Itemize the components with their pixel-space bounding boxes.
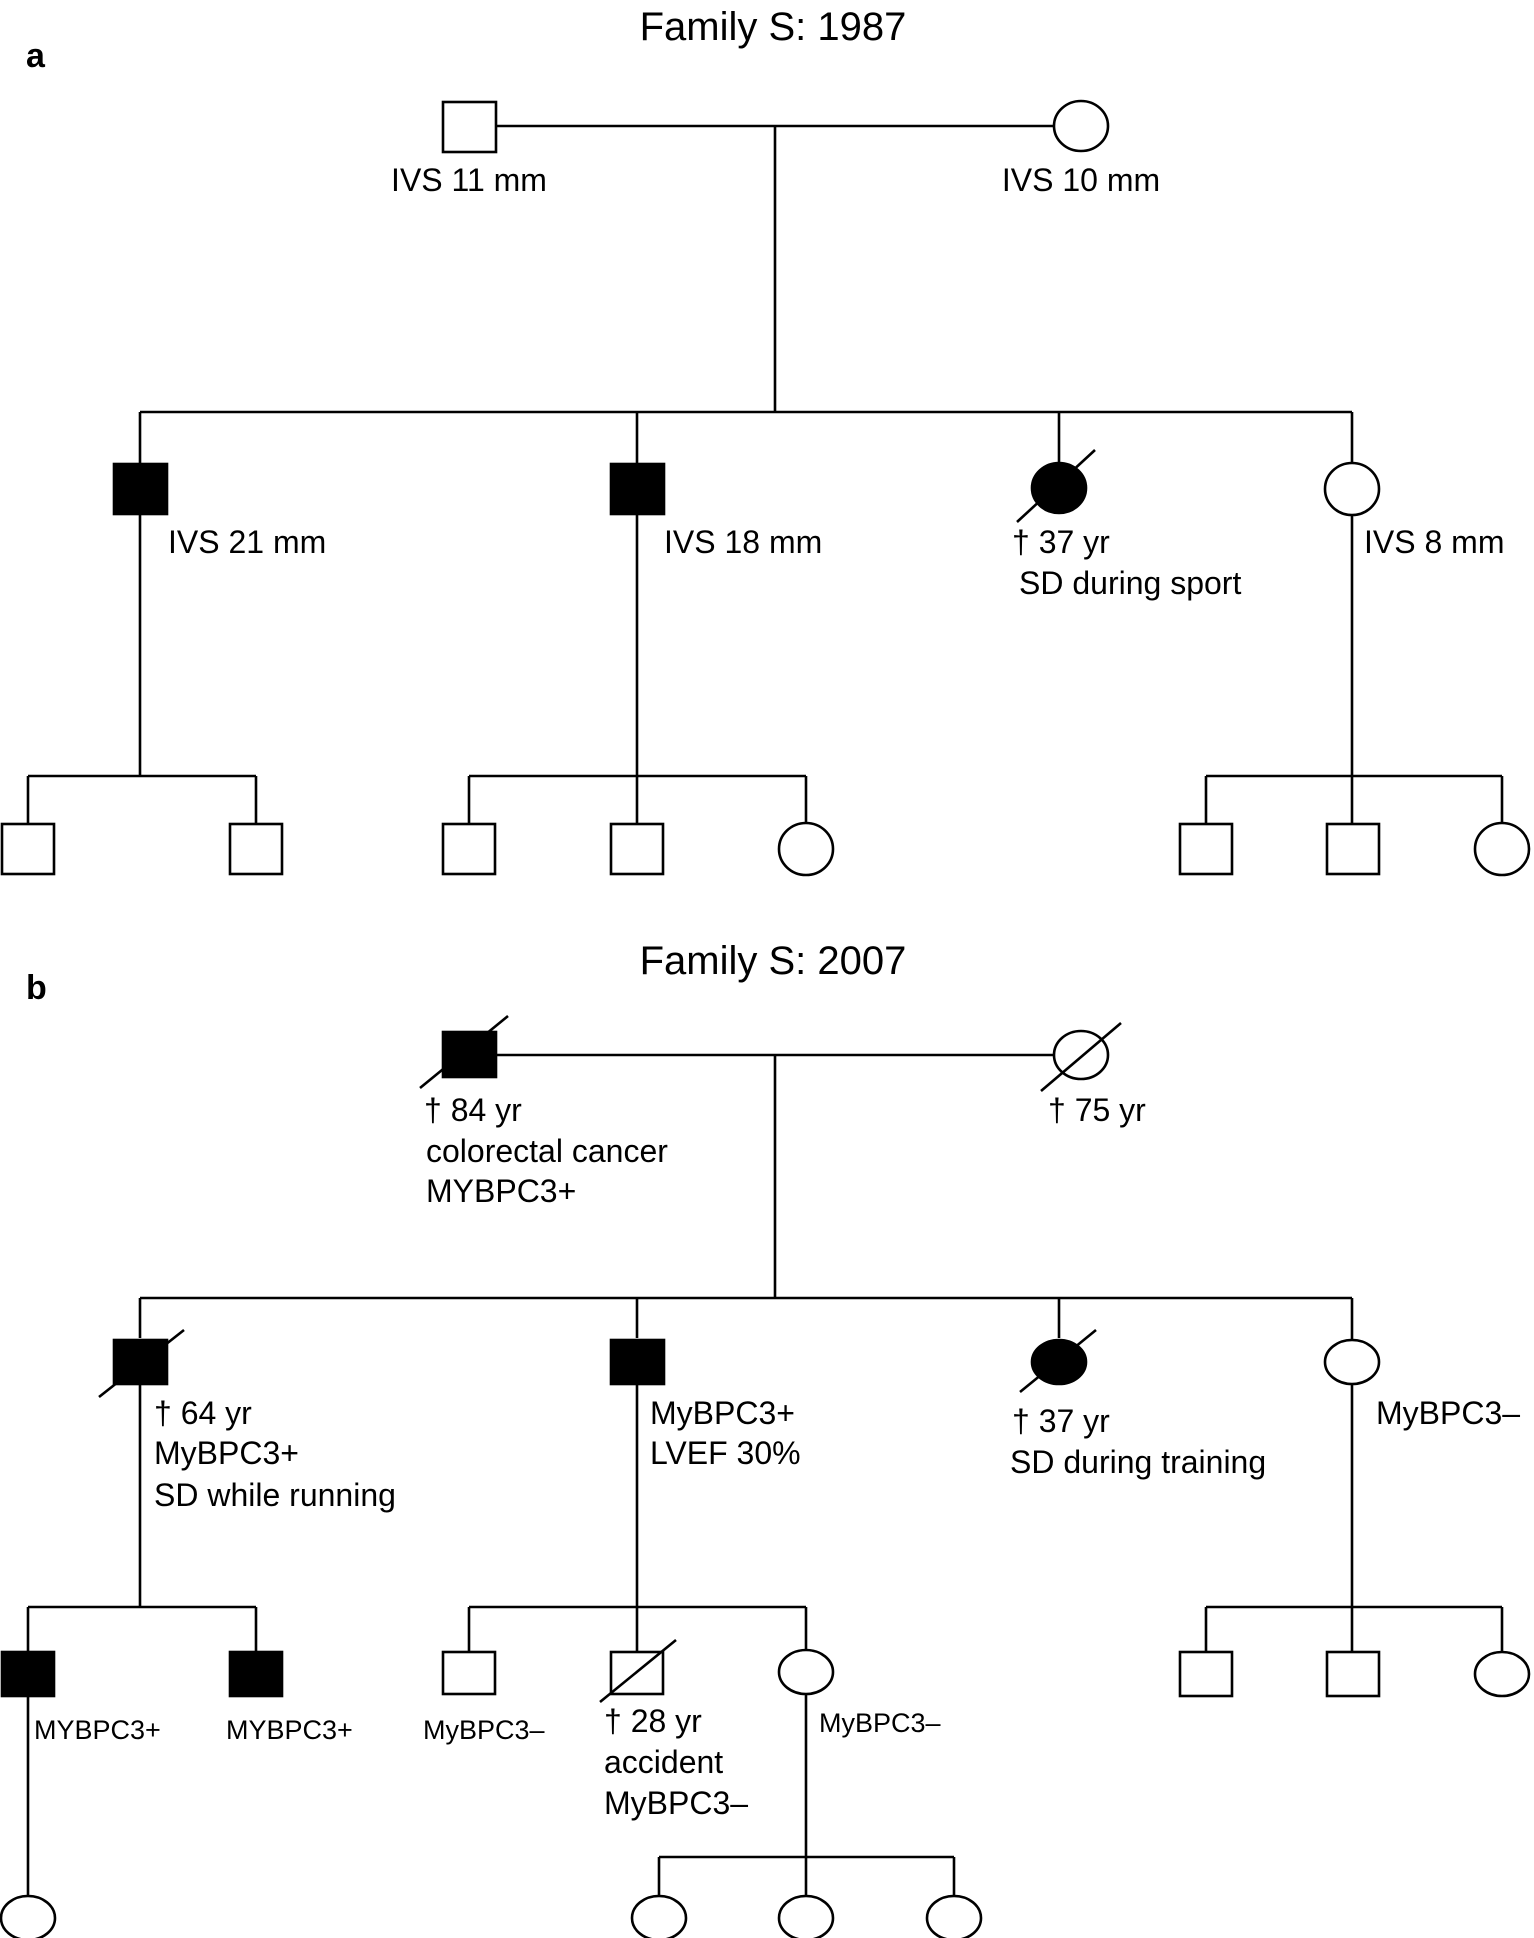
a-grandchild-symbol [1178, 822, 1234, 876]
b-grandchild-symbol [228, 1650, 284, 1698]
b-grandchild5-label: MyBPC3– [819, 1708, 941, 1738]
b-mother-deceased-slash [1040, 1022, 1122, 1092]
b-grandchild-symbol [0, 1650, 56, 1698]
b-father-deceased-slash [419, 1014, 509, 1090]
a-child4-label: IVS 8 mm [1364, 524, 1504, 560]
b-grandchild-symbol [777, 1648, 835, 1696]
a-father-label: IVS 11 mm [391, 162, 547, 198]
a-grandchild-symbol [777, 821, 835, 877]
a-child3-label-line2: SD during sport [1019, 565, 1241, 601]
a-mother-label: IVS 10 mm [1002, 162, 1160, 198]
a-child4-symbol [1323, 461, 1381, 517]
panel-b-letter: b [26, 969, 47, 1007]
a-child1-symbol [112, 462, 169, 516]
b-grandchild4-label-line2: accident [604, 1744, 723, 1780]
b-great-grandchild-symbol [0, 1894, 57, 1938]
b-child4-label: MyBPC3– [1376, 1395, 1520, 1431]
panel-a-title: Family S: 1987 [640, 5, 907, 49]
a-mother-symbol [1052, 99, 1110, 153]
panel-b: Family S: 2007 b [0, 939, 1531, 1938]
a-child3-deceased-slash [1016, 449, 1096, 523]
b-child4-symbol [1323, 1338, 1381, 1386]
panel-a-letter: a [26, 37, 46, 75]
b-child3-label-line2: SD during training [1010, 1444, 1266, 1480]
a-grandchild-symbol [0, 822, 56, 876]
panel-b-lines [26, 1053, 1504, 1897]
b-grandchild2-label: MYBPC3+ [226, 1715, 353, 1745]
b-father-label-line2: colorectal cancer [426, 1133, 668, 1169]
b-child3-deceased-slash [1019, 1328, 1097, 1394]
b-child3-label-line1: † 37 yr [1012, 1403, 1110, 1439]
b-mother-label: † 75 yr [1048, 1092, 1146, 1128]
b-child1-label-line2: MyBPC3+ [154, 1435, 299, 1471]
a-grandchild-symbol [609, 822, 665, 876]
a-grandchild-symbol [441, 822, 497, 876]
a-father-symbol [441, 100, 498, 154]
b-child1-label-line1: † 64 yr [154, 1395, 252, 1431]
b-grandchild1-label: MYBPC3+ [34, 1715, 161, 1745]
b-child2-label-line1: MyBPC3+ [650, 1395, 795, 1431]
b-grandchild3-label: MyBPC3– [423, 1715, 545, 1745]
a-child2-symbol [609, 462, 666, 516]
b-grandchild-symbol [1473, 1650, 1531, 1698]
b-child2-label-line2: LVEF 30% [650, 1435, 801, 1471]
b-child1-deceased-slash [98, 1328, 185, 1399]
b-grandchild4-deceased-slash [599, 1638, 677, 1704]
b-grandchild4-label-line3: MyBPC3– [604, 1785, 748, 1821]
a-grandchild-symbol [228, 822, 284, 876]
b-grandchild-symbol [1178, 1650, 1234, 1698]
panel-b-title: Family S: 2007 [640, 939, 907, 983]
b-great-grandchild-symbol [925, 1894, 983, 1938]
b-great-grandchild-symbol [630, 1894, 688, 1938]
b-father-label-line1: † 84 yr [424, 1092, 522, 1128]
b-child1-label-line3: SD while running [154, 1477, 396, 1513]
a-child3-label-line1: † 37 yr [1012, 524, 1110, 560]
b-child3-symbol [1030, 1338, 1088, 1386]
b-father-label-line3: MYBPC3+ [426, 1173, 576, 1209]
b-child2-symbol [609, 1338, 666, 1386]
a-child3-symbol [1030, 461, 1088, 515]
a-child2-label: IVS 18 mm [664, 524, 822, 560]
a-child1-label: IVS 21 mm [168, 524, 326, 560]
b-grandchild4-label-line1: † 28 yr [604, 1703, 702, 1739]
a-grandchild-symbol [1473, 821, 1531, 877]
a-grandchild-symbol [1325, 822, 1381, 876]
panel-a: Family S: 1987 a [0, 5, 1531, 877]
b-grandchild-symbol [441, 1650, 497, 1696]
b-grandchild-symbol [1325, 1650, 1381, 1698]
b-great-grandchild-symbol [777, 1894, 835, 1938]
panel-a-lines [26, 124, 1504, 824]
b-father-symbol [441, 1030, 498, 1079]
